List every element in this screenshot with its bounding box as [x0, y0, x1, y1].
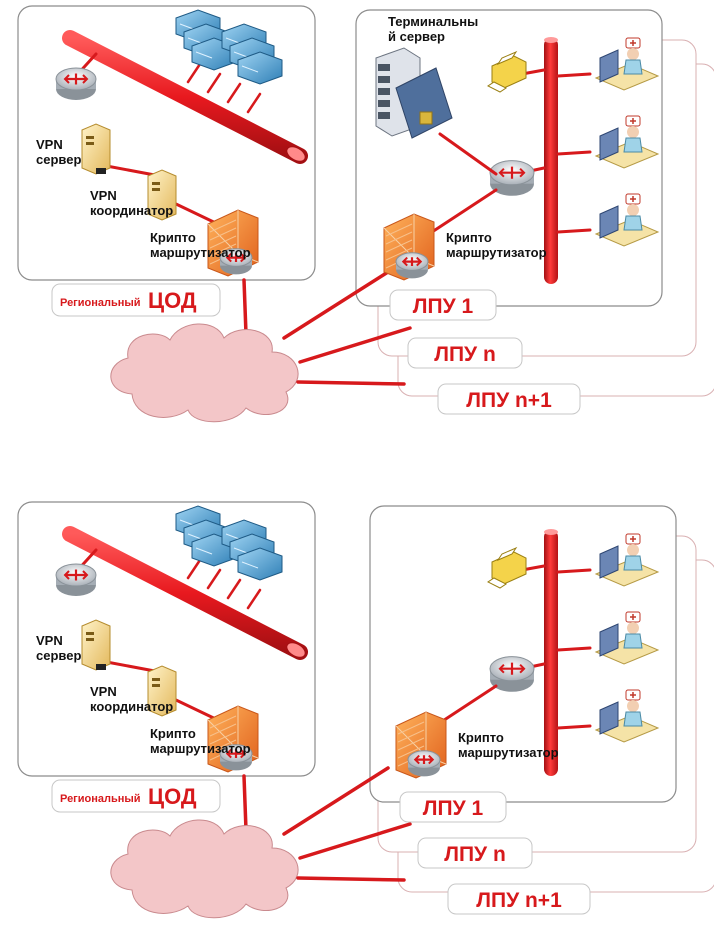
terminal-server-icon [375, 47, 453, 139]
link [246, 92, 262, 114]
wan-cloud [110, 323, 299, 423]
workstation-icon [594, 115, 660, 169]
server-rack-icon [221, 519, 283, 581]
link [438, 132, 498, 176]
router-icon [55, 67, 97, 100]
datacenter-backbone-bus [62, 526, 308, 660]
crypto-router-icon [383, 213, 435, 281]
link [298, 326, 412, 364]
datacenter-backbone-bus [62, 30, 308, 164]
region-label-big: ЦОД [148, 288, 197, 313]
link [206, 72, 222, 94]
link [430, 188, 498, 234]
workstation-icon [594, 193, 660, 247]
router-icon [489, 160, 535, 196]
workstation-icon [594, 533, 660, 587]
vpn-server-icon [81, 123, 111, 175]
crypto-router-icon [207, 209, 259, 277]
site-backbone-bus [544, 37, 558, 284]
link [186, 62, 202, 84]
router-icon [219, 744, 253, 771]
vpn-coordinator-icon [147, 169, 177, 221]
site-label: ЛПУ n+1 [476, 889, 562, 912]
link [226, 82, 242, 104]
router-icon [407, 750, 441, 777]
link [298, 822, 412, 860]
site-backbone-bus [544, 529, 558, 776]
vpn-coordinator-icon [147, 665, 177, 717]
site-label: ЛПУ 1 [413, 295, 474, 318]
router-icon [55, 563, 97, 596]
link [556, 724, 592, 730]
link [296, 380, 406, 386]
site-tag-3: ЛПУ n+1 [437, 383, 581, 415]
site-label: ЛПУ 1 [423, 797, 484, 820]
router-icon [395, 252, 429, 279]
link [226, 578, 242, 600]
crypto-router-icon [395, 711, 447, 779]
link [246, 588, 262, 610]
link [556, 646, 592, 652]
link [206, 568, 222, 590]
link [186, 558, 202, 580]
site-tag-3: ЛПУ n+1 [447, 883, 591, 915]
link [556, 150, 592, 156]
link [242, 774, 248, 832]
site-label: ЛПУ n [444, 843, 506, 866]
region-label-small: Региональный [60, 297, 141, 309]
link [282, 270, 390, 340]
site-label: ЛПУ n+1 [466, 389, 552, 412]
site-tag-2: ЛПУ n [417, 837, 533, 869]
link [556, 228, 592, 234]
printer-icon [487, 546, 527, 589]
wan-cloud [110, 819, 299, 919]
link [556, 568, 592, 574]
printer-icon [487, 50, 527, 93]
region-tag: Региональный ЦОД [51, 283, 221, 317]
link [296, 876, 406, 882]
server-rack-icon [221, 23, 283, 85]
link [556, 72, 592, 78]
link [242, 278, 248, 336]
site-tag-1: ЛПУ 1 [399, 791, 507, 823]
workstation-icon [594, 611, 660, 665]
site-label: ЛПУ n [434, 343, 496, 366]
region-tag: Региональный ЦОД [51, 779, 221, 813]
region-label-big: ЦОД [148, 784, 197, 809]
region-label-small: Региональный [60, 793, 141, 805]
workstation-icon [594, 689, 660, 743]
router-icon [219, 248, 253, 275]
workstation-icon [594, 37, 660, 91]
site-tag-2: ЛПУ n [407, 337, 523, 369]
site-tag-1: ЛПУ 1 [389, 289, 497, 321]
vpn-server-icon [81, 619, 111, 671]
crypto-router-icon [207, 705, 259, 773]
link [282, 766, 390, 836]
router-icon [489, 656, 535, 692]
